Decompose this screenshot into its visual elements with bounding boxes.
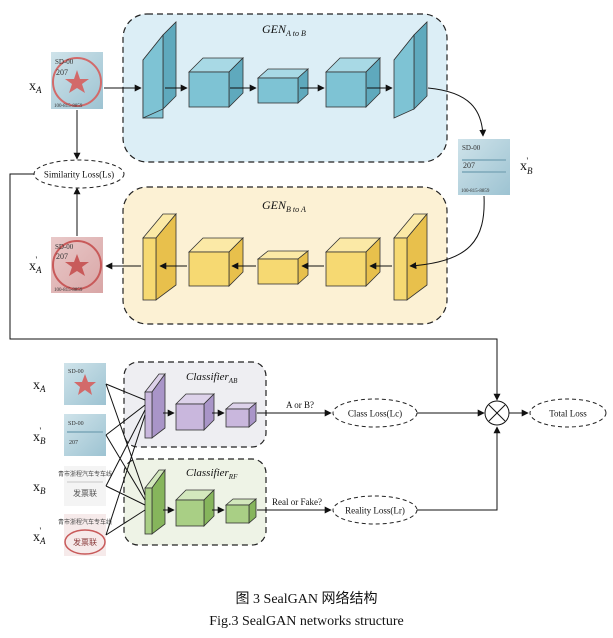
svg-text:SD-00: SD-00 — [55, 58, 74, 66]
svg-text:SD-00: SD-00 — [55, 243, 74, 251]
classifier-rf: ClassifierRF — [123, 458, 267, 546]
gen-ba-block-5 — [393, 212, 428, 301]
classifier-input-stamp-4: 青市浙程汽车专车线 发票联 — [58, 514, 112, 556]
svg-text:Similarity Loss(Ls): Similarity Loss(Ls) — [44, 170, 114, 180]
label-x-a-prime: xA' — [29, 255, 42, 275]
svg-text:100-815-8859: 100-815-8859 — [54, 104, 83, 109]
svg-text:Total Loss: Total Loss — [549, 409, 587, 419]
svg-text:207: 207 — [56, 68, 68, 77]
classifier-input-stamp-1: SD-00 — [64, 363, 106, 405]
svg-text:207: 207 — [463, 161, 475, 170]
caption-english: Fig.3 SealGAN networks structure — [209, 614, 404, 629]
classifier-input-stamp-3: 青市浙程汽车专车线 发票联 — [58, 466, 112, 506]
gen-ba-block-1 — [142, 212, 177, 301]
gen-ab-block-2 — [188, 57, 244, 108]
classifier-input-label-4: xA' — [33, 526, 46, 546]
caption-chinese: 图 3 SealGAN 网络结构 — [235, 592, 378, 607]
svg-text:Class Loss(Lc): Class Loss(Lc) — [348, 409, 402, 419]
classifier-input-label-2: xB' — [33, 426, 46, 446]
gen-ba-block-2 — [188, 237, 244, 287]
reality-loss-node: Reality Loss(Lr) — [332, 495, 418, 525]
stamp-image-x-a-prime: SD-00 207 100-815-8859 — [51, 237, 103, 293]
stamp-image-x-b-prime: SD-00 207 100-815-8859 — [458, 139, 510, 195]
svg-text:SD-00: SD-00 — [68, 369, 84, 375]
label-x-a: xA — [29, 79, 42, 95]
classifier-input-stamp-2: SD-00 207 — [64, 414, 106, 456]
gen-ab-block-5 — [393, 21, 428, 119]
svg-text:100-815-8859: 100-815-8859 — [54, 288, 83, 293]
label-x-b-prime: xB' — [520, 156, 533, 176]
classifier-input-label-3: xB — [33, 480, 46, 496]
classifier-input-labels: xA xB' xB xA' — [33, 378, 46, 546]
classifier-ab-title: ClassifierAB — [186, 371, 238, 385]
svg-text:207: 207 — [56, 252, 68, 261]
svg-text:青市浙程汽车专车线: 青市浙程汽车专车线 — [58, 470, 112, 478]
similarity-loss-node: Similarity Loss(Ls) — [33, 159, 125, 189]
classifier-ab: ClassifierAB — [123, 361, 267, 448]
total-loss-node: Total Loss — [529, 398, 607, 428]
svg-text:100-815-8859: 100-815-8859 — [461, 189, 490, 194]
stamp-image-x-a: SD-00 207 100-815-8859 — [51, 52, 103, 109]
class-loss-node: Class Loss(Lc) — [332, 398, 418, 428]
gen-ab-block-3 — [256, 68, 310, 104]
svg-text:Reality Loss(Lr): Reality Loss(Lr) — [345, 506, 405, 516]
svg-text:SD-00: SD-00 — [68, 421, 84, 427]
svg-text:SD-00: SD-00 — [462, 144, 481, 152]
gen-ab-title: GENA to B — [262, 22, 306, 38]
gen-ba-block-4 — [325, 237, 381, 287]
edge-label-real-or-fake: Real or Fake? — [272, 497, 322, 507]
svg-text:发票联: 发票联 — [73, 537, 97, 547]
svg-text:青市浙程汽车专车线: 青市浙程汽车专车线 — [58, 518, 112, 526]
generator-b-to-a: GENB to A — [122, 186, 448, 325]
svg-text:207: 207 — [69, 440, 78, 446]
gen-ba-block-3 — [256, 250, 310, 285]
classifier-input-label-1: xA — [33, 378, 46, 394]
edge-label-a-or-b: A or B? — [286, 400, 314, 410]
sum-node — [484, 400, 510, 426]
gen-ba-title: GENB to A — [262, 198, 306, 214]
classifier-rf-title: ClassifierRF — [186, 467, 238, 481]
classifier-connections — [105, 383, 146, 536]
generator-a-to-b: GENA to B — [122, 13, 448, 163]
gen-ab-block-1 — [142, 21, 177, 119]
svg-text:发票联: 发票联 — [73, 488, 97, 498]
gen-ab-block-4 — [325, 57, 381, 108]
